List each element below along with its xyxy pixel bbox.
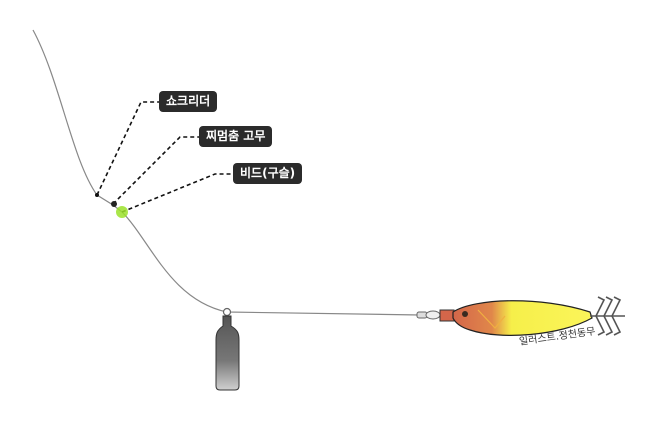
- fishing-line: [32, 29, 421, 316]
- label-float-stopper: 찌멈춤 고무: [199, 126, 273, 147]
- label-bead: 비드(구슬): [233, 163, 303, 184]
- bead-icon: [116, 206, 128, 218]
- leader-callout-line: [96, 101, 160, 196]
- knot-icon: [95, 193, 99, 197]
- bead-callout-line: [121, 173, 234, 213]
- stopper-callout-line: [112, 136, 200, 205]
- float-stopper-icon: [111, 201, 117, 207]
- sinker-icon: [215, 307, 240, 391]
- squid-jig-icon: [416, 296, 625, 336]
- label-shock-leader: 쇼크리더: [159, 91, 218, 112]
